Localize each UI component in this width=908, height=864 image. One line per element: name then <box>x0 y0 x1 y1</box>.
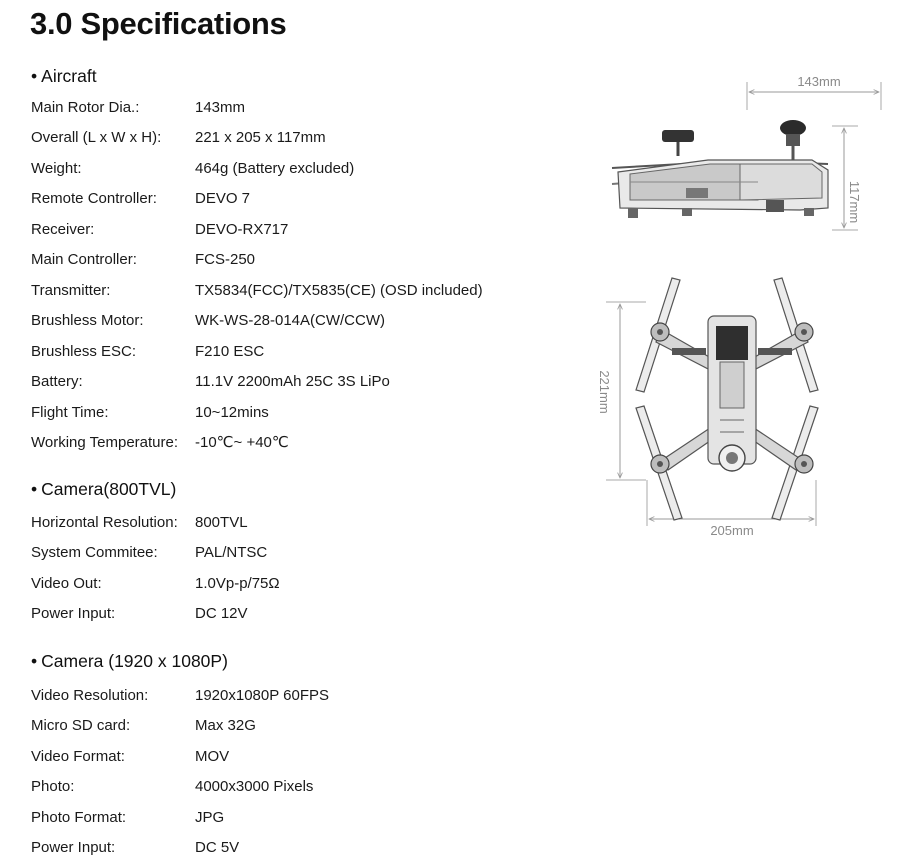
spec-value: F210 ESC <box>195 343 265 360</box>
spec-value: 464g (Battery excluded) <box>195 160 355 177</box>
spec-label: Photo: <box>31 778 75 795</box>
spec-row: Brushless ESC: F210 ESC <box>31 341 591 363</box>
section-heading-label: Camera(800TVL) <box>41 479 177 499</box>
section-heading-camera-800tvl: •Camera(800TVL) <box>31 479 176 500</box>
spec-value: 1.0Vp-p/75Ω <box>195 575 280 592</box>
spec-value: 143mm <box>195 99 246 116</box>
spec-value: DEVO-RX717 <box>195 221 289 238</box>
spec-value: 11.1V 2200mAh 25C 3S LiPo <box>195 373 390 390</box>
spec-row: Video Format: MOV <box>31 746 591 768</box>
spec-label: Battery: <box>31 373 83 390</box>
spec-row: System Commitee: PAL/NTSC <box>31 542 591 564</box>
spec-row: Transmitter: TX5834(FCC)/TX5835(CE) (OSD … <box>31 280 591 302</box>
bullet: • <box>31 651 38 671</box>
spec-value: 800TVL <box>195 514 248 531</box>
spec-row: Working Temperature: -10℃~ +40℃ <box>31 432 591 454</box>
spec-row: Remote Controller: DEVO 7 <box>31 188 591 210</box>
height-dimension-label: 117mm <box>847 181 862 223</box>
spec-value: WK-WS-28-014A(CW/CCW) <box>195 312 385 329</box>
spec-row: Battery: 11.1V 2200mAh 25C 3S LiPo <box>31 371 591 393</box>
spec-label: Micro SD card: <box>31 717 131 734</box>
spec-label: Horizontal Resolution: <box>31 514 178 531</box>
spec-value: 4000x3000 Pixels <box>195 778 314 795</box>
page-title: 3.0 Specifications <box>30 6 287 41</box>
spec-value: 1920x1080P 60FPS <box>195 687 329 704</box>
spec-label: Main Rotor Dia.: <box>31 99 140 116</box>
spec-row: Brushless Motor: WK-WS-28-014A(CW/CCW) <box>31 310 591 332</box>
spec-value: DC 5V <box>195 839 240 856</box>
spec-row: Horizontal Resolution: 800TVL <box>31 512 591 534</box>
spec-row: Photo Format: JPG <box>31 807 591 829</box>
bullet: • <box>31 479 38 499</box>
spec-label: Power Input: <box>31 839 116 856</box>
spec-value: FCS-250 <box>195 251 256 268</box>
spec-label: System Commitee: <box>31 544 158 561</box>
drone-side-view: 143mm 117mm <box>611 74 882 231</box>
spec-row: Video Out: 1.0Vp-p/75Ω <box>31 573 591 595</box>
spec-value: DC 12V <box>195 605 248 622</box>
spec-label: Main Controller: <box>31 251 137 268</box>
spec-row: Power Input: DC 12V <box>31 603 591 625</box>
spec-row: Micro SD card: Max 32G <box>31 715 591 737</box>
spec-row: Receiver: DEVO-RX717 <box>31 219 591 241</box>
section-heading-camera-1080p: •Camera (1920 x 1080P) <box>31 651 228 672</box>
spec-label: Weight: <box>31 160 82 177</box>
spec-row: Power Input: DC 5V <box>31 837 591 859</box>
spec-row: Photo: 4000x3000 Pixels <box>31 776 591 798</box>
spec-row: Weight: 464g (Battery excluded) <box>31 158 591 180</box>
section-heading-label: Camera (1920 x 1080P) <box>41 651 228 671</box>
spec-row: Main Controller: FCS-250 <box>31 249 591 271</box>
section-heading-label: Aircraft <box>41 66 97 86</box>
spec-label: Transmitter: <box>31 282 111 299</box>
spec-row: Flight Time: 10~12mins <box>31 402 591 424</box>
spec-value: MOV <box>195 748 230 765</box>
spec-label: Video Out: <box>31 575 102 592</box>
width-dimension-label: 205mm <box>710 523 753 538</box>
spec-label: Power Input: <box>31 605 116 622</box>
spec-row: Overall (L x W x H): 221 x 205 x 117mm <box>31 127 591 149</box>
spec-label: Overall (L x W x H): <box>31 129 162 146</box>
spec-label: Video Format: <box>31 748 125 765</box>
length-dimension-label: 221mm <box>597 370 612 413</box>
spec-label: Working Temperature: <box>31 434 179 451</box>
spec-value: -10℃~ +40℃ <box>195 434 289 451</box>
spec-label: Receiver: <box>31 221 95 238</box>
spec-value: PAL/NTSC <box>195 544 268 561</box>
spec-row: Video Resolution: 1920x1080P 60FPS <box>31 685 591 707</box>
spec-row: Main Rotor Dia.: 143mm <box>31 97 591 119</box>
spec-label: Brushless Motor: <box>31 312 144 329</box>
rotor-dimension-label: 143mm <box>797 74 840 89</box>
spec-value: TX5834(FCC)/TX5835(CE) (OSD included) <box>195 282 483 299</box>
spec-value: 221 x 205 x 117mm <box>195 129 326 146</box>
spec-label: Photo Format: <box>31 809 127 826</box>
spec-label: Video Resolution: <box>31 687 149 704</box>
drone-dimension-diagram: 143mm 117mm 221mm <box>597 74 882 538</box>
spec-value: JPG <box>195 809 225 826</box>
spec-value: 10~12mins <box>195 404 269 421</box>
spec-value: DEVO 7 <box>195 190 251 207</box>
spec-label: Brushless ESC: <box>31 343 137 360</box>
section-heading-aircraft: •Aircraft <box>31 66 97 87</box>
spec-value: Max 32G <box>195 717 256 734</box>
spec-label: Remote Controller: <box>31 190 157 207</box>
drone-top-view: 221mm 205mm <box>597 277 819 538</box>
spec-label: Flight Time: <box>31 404 109 421</box>
bullet: • <box>31 66 38 86</box>
